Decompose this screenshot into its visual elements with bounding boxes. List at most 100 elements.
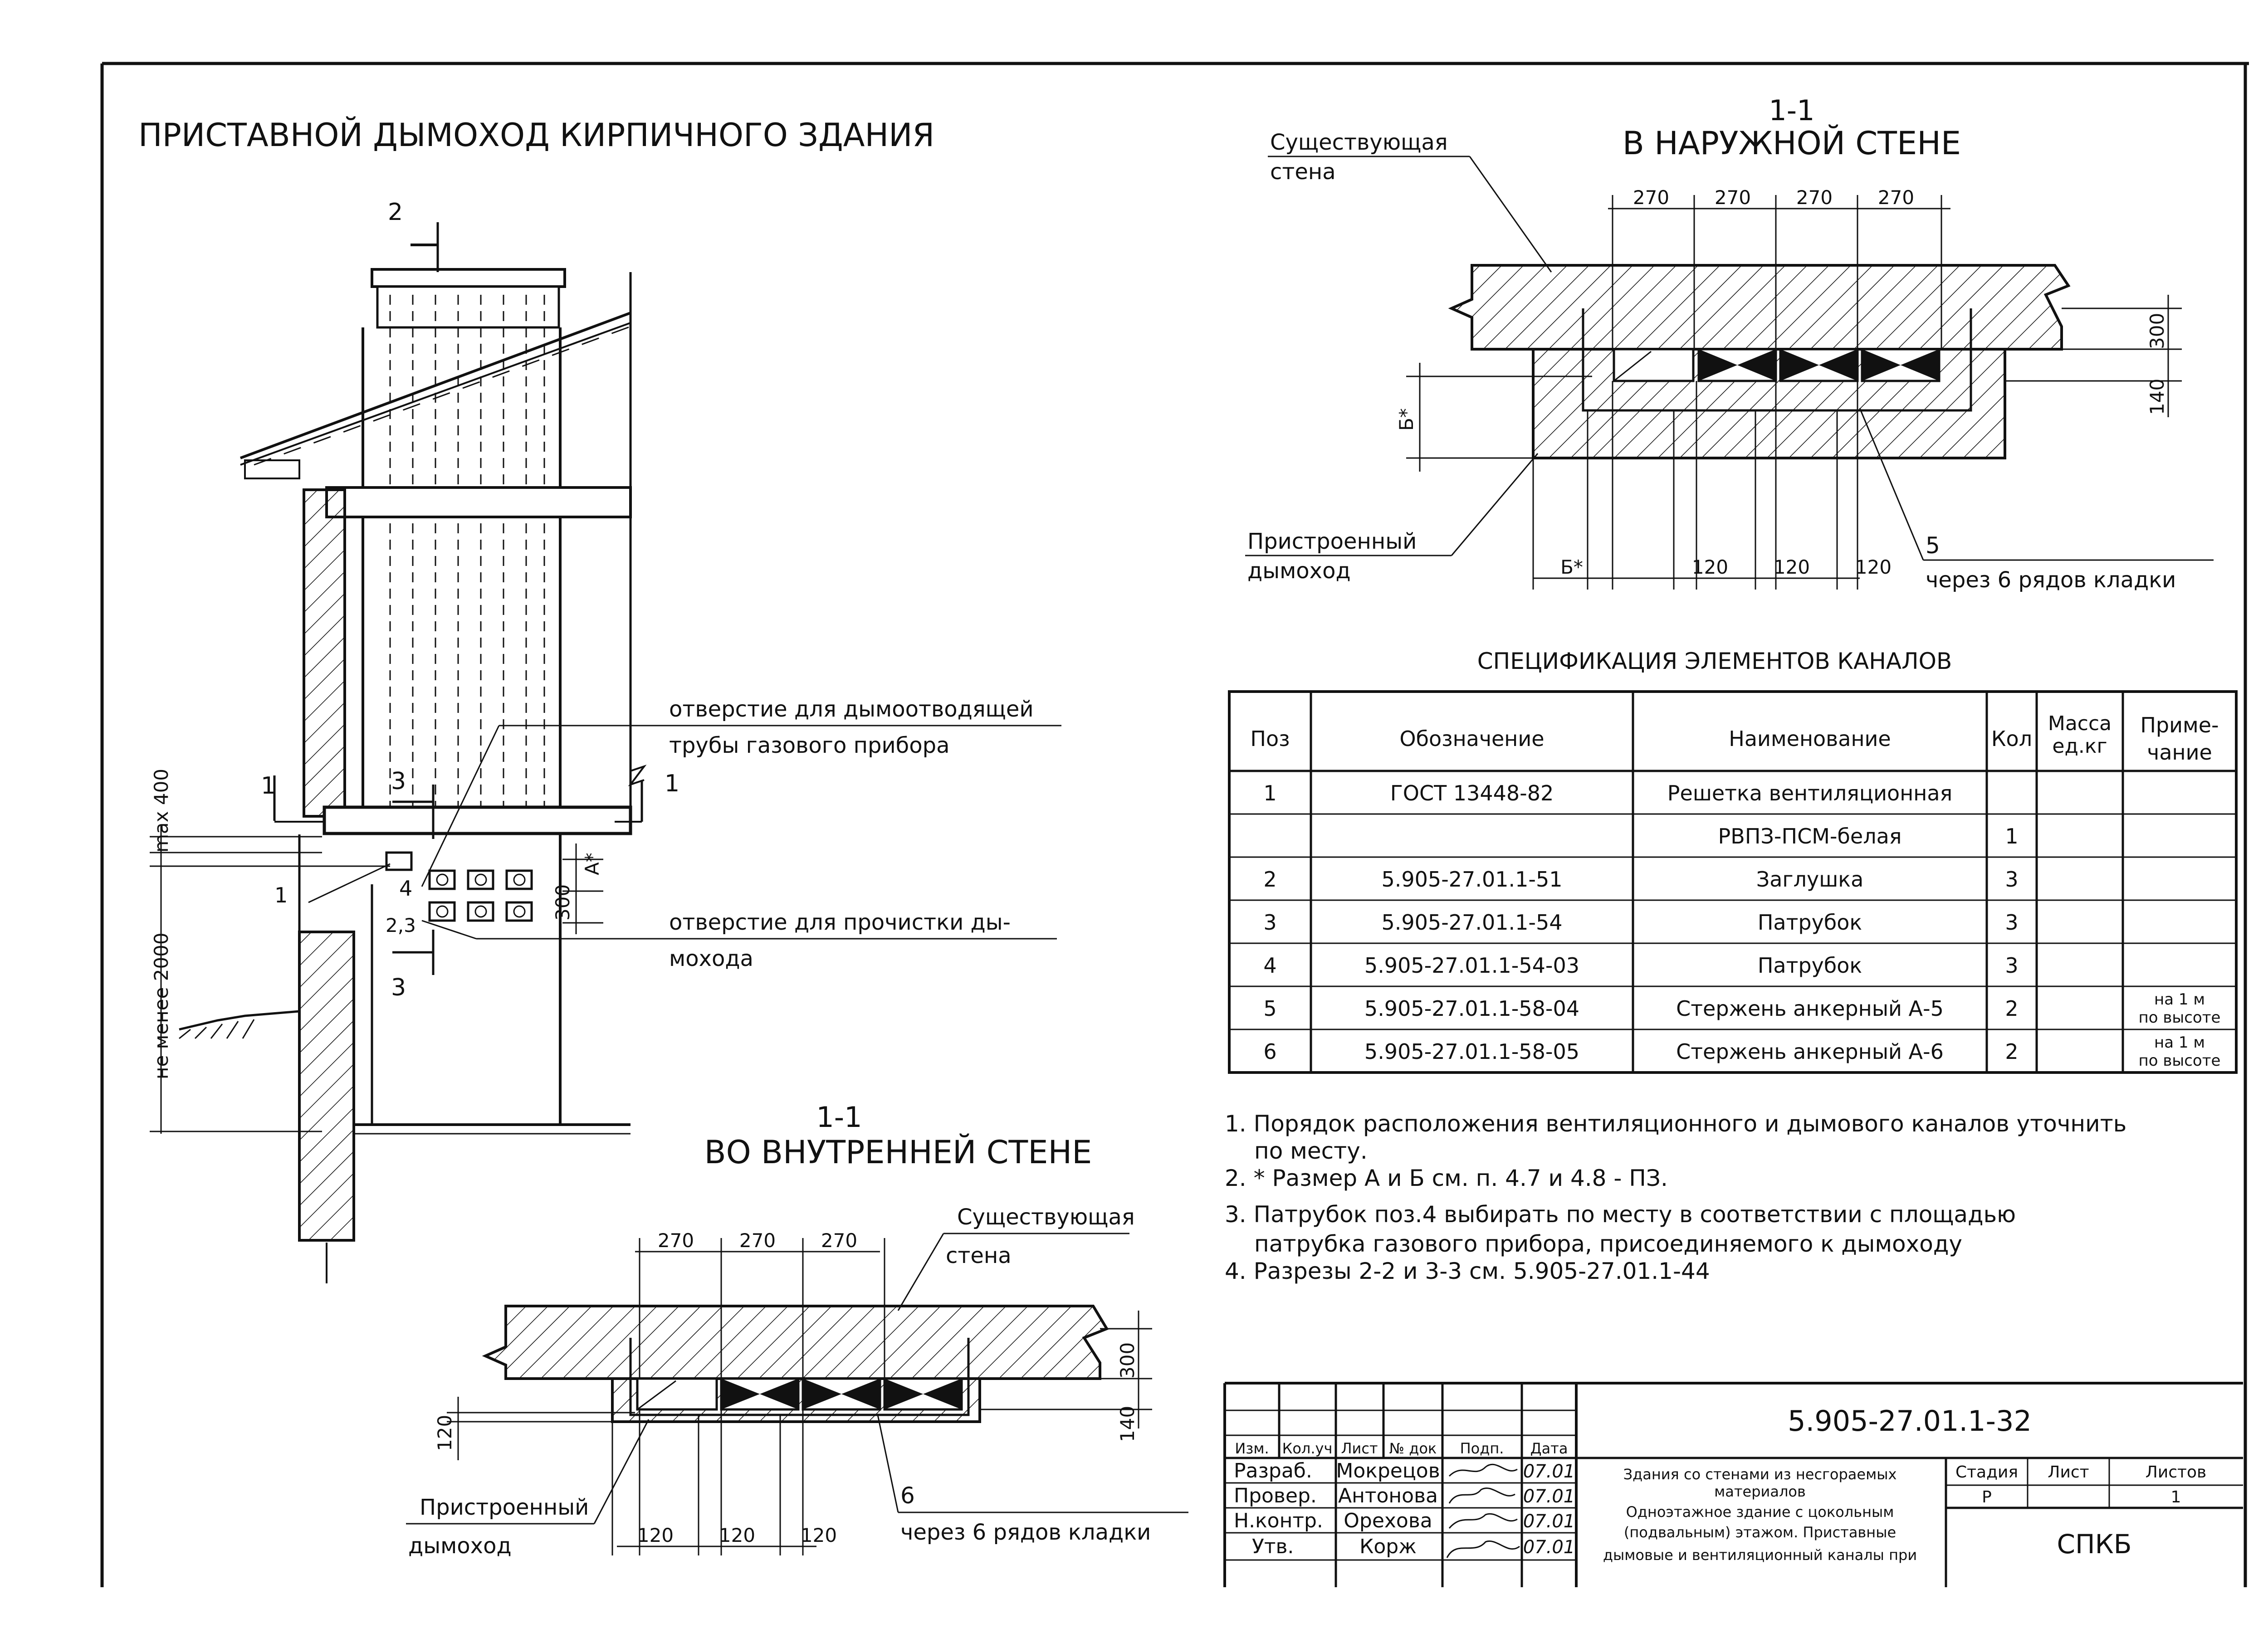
tb-person: Корж	[1359, 1535, 1417, 1558]
roof	[240, 272, 632, 816]
tb-description-line: дымовые и вентиляционный каналы при	[1603, 1546, 1917, 1564]
outer-channels	[1582, 308, 1972, 412]
title-block-stage: Стадия Лист Листов Р 1 СПКБ	[1955, 1463, 2206, 1560]
tb-date: 07.01	[1523, 1511, 1575, 1532]
inner-wall-label-1: Существующая	[957, 1204, 1135, 1230]
spec-cell-qty: 3	[2005, 910, 2018, 935]
outer-section-caption: В НАРУЖНОЙ СТЕНЕ	[1623, 125, 1961, 162]
spec-cell-pos: 6	[1263, 1039, 1276, 1064]
note-line: 4. Разрезы 2-2 и 3-3 см. 5.905-27.01.1-4…	[1225, 1258, 1710, 1284]
spec-cell-designation: 5.905-27.01.1-58-04	[1364, 996, 1579, 1021]
spec-cell-pos: 2	[1263, 867, 1276, 892]
tb-organization: СПКБ	[2057, 1529, 2131, 1560]
handwritten-signature	[1448, 1487, 1515, 1504]
tb-person: Орехова	[1344, 1509, 1432, 1532]
section-cut-1-right: 1	[615, 770, 679, 823]
inner-section-number: 1-1	[816, 1101, 862, 1134]
tb-description-line: материалов	[1714, 1483, 1806, 1500]
pos-label-23: 2,3	[386, 914, 416, 936]
signature-row: Разраб. Мокрецов 07.01	[1234, 1459, 1575, 1482]
vent-grilles	[385, 851, 533, 922]
outer-anchor-pos: 5	[1926, 532, 1940, 559]
spec-header-note-1: Приме-	[2140, 713, 2219, 737]
elevation-position-labels: 1 4 2,3 отверстие для дымоотводящей труб…	[274, 697, 1061, 971]
elevation-dims: max 400 не менее 2000 А* 300	[150, 769, 603, 1134]
label-flue-opening-1: отверстие для дымоотводящей	[669, 697, 1034, 722]
spec-header-designation: Обозначение	[1399, 726, 1544, 751]
outer-top-dim-2: 270	[1715, 186, 1751, 209]
tb-header-list: Лист	[1341, 1440, 1378, 1457]
tb-person: Антонова	[1338, 1484, 1438, 1507]
tb-stage-label: Стадия	[1955, 1463, 2018, 1482]
inner-top-dims: 270 270 270	[635, 1229, 885, 1379]
table-row: 1 ГОСТ 13448-82 Решетка вентиляционная	[1263, 781, 1952, 805]
note-line: 3. Патрубок поз.4 выбирать по месту в со…	[1225, 1201, 2016, 1228]
outer-left-dims: Б*	[1395, 363, 1592, 472]
inner-top-dim-3: 270	[821, 1229, 857, 1252]
break-line	[628, 765, 647, 786]
note-line: 1. Порядок расположения вентиляционного …	[1225, 1111, 2126, 1137]
inner-bottom-dim-3: 120	[801, 1524, 837, 1546]
drawing-title: ПРИСТАВНОЙ ДЫМОХОД КИРПИЧНОГО ЗДАНИЯ	[138, 117, 934, 154]
inner-dim-300: 300	[1116, 1342, 1139, 1379]
table-row: 6 5.905-27.01.1-58-05 Стержень анкерный …	[1263, 1034, 2220, 1070]
floor-slab	[323, 805, 632, 835]
spec-cell-name: Стержень анкерный А-6	[1676, 1039, 1944, 1064]
inner-dim-140: 140	[1116, 1406, 1139, 1442]
section-mark-3-bottom: 3	[391, 974, 406, 1001]
tb-header-kol-uch: Кол.уч	[1282, 1440, 1333, 1457]
tb-description-line: Одноэтажное здание с цокольным	[1626, 1503, 1894, 1521]
spec-cell-pos: 1	[1263, 781, 1276, 805]
chimney-cap	[371, 268, 566, 288]
spec-cell-name: РВПЗ-ПСМ-белая	[1718, 824, 1902, 848]
note-line: патрубка газового прибора, присоединяемо…	[1254, 1231, 1962, 1257]
inner-section-caption: ВО ВНУТРЕННЕЙ СТЕНЕ	[704, 1134, 1092, 1171]
spec-cell-designation: 5.905-27.01.1-51	[1382, 867, 1563, 892]
title-block: 5.905-27.01.1-32 Изм. Кол.уч Лист № док …	[1223, 1382, 2243, 1587]
spec-header-mass-2: ед.кг	[2052, 735, 2107, 758]
section-mark-1-left: 1	[261, 772, 276, 800]
table-row: 2 5.905-27.01.1-51 Заглушка 3	[1263, 867, 2018, 892]
outer-section-number: 1-1	[1769, 94, 1814, 127]
label-clean-opening-1: отверстие для прочистки ды-	[669, 910, 1011, 935]
spec-cell-qty: 3	[2005, 953, 2018, 978]
title-block-headers: Изм. Кол.уч Лист № док Подп. Дата	[1235, 1440, 1568, 1457]
outer-top-dim-4: 270	[1878, 186, 1914, 209]
outer-top-dims: 270 270 270 270	[1608, 186, 1950, 349]
general-notes: 1. Порядок расположения вентиляционного …	[1225, 1111, 2126, 1284]
upper-wall	[303, 488, 346, 818]
tb-sheets-value: 1	[2171, 1488, 2181, 1506]
spec-rows: 1 ГОСТ 13448-82 Решетка вентиляционная Р…	[1263, 781, 2220, 1070]
tb-description-line: (подвальным) этажом. Приставные	[1624, 1524, 1896, 1541]
note-line: 2. * Размер А и Б см. п. 4.7 и 4.8 - ПЗ.	[1225, 1165, 1668, 1191]
spec-header-pos: Поз	[1250, 726, 1290, 751]
outer-bottom-dim-b: Б*	[1560, 556, 1583, 578]
outer-wall-label-2: стена	[1270, 159, 1336, 185]
outer-dim-b-vertical: Б*	[1395, 408, 1418, 431]
tb-date: 07.01	[1523, 1461, 1575, 1482]
outer-existing-wall	[1448, 264, 2071, 351]
tb-header-doc-no: № док	[1389, 1440, 1437, 1457]
inner-right-dims: 300 140	[980, 1311, 1152, 1442]
spec-cell-note-2: по высоте	[2139, 1052, 2221, 1070]
sheet-frame	[100, 62, 2249, 1587]
note-line: по месту.	[1254, 1138, 1368, 1164]
outer-bottom-dim-3: 120	[1855, 556, 1892, 578]
lower-wall	[298, 931, 355, 1242]
spec-cell-qty: 1	[2005, 824, 2018, 848]
outer-dim-140: 140	[2146, 379, 2168, 415]
section-cut-3-bottom: 3	[391, 930, 435, 1001]
inner-top-dim-1: 270	[658, 1229, 694, 1252]
outer-bottom-dim-1: 120	[1692, 556, 1728, 578]
pos-label-4: 4	[399, 876, 412, 901]
tb-header-izm: Изм.	[1235, 1440, 1269, 1457]
spec-cell-name: Патрубок	[1758, 953, 1862, 978]
outer-chimney-label-1: Пристроенный	[1247, 529, 1417, 554]
spec-cell-qty: 2	[2005, 1039, 2018, 1064]
spec-title: СПЕЦИФИКАЦИЯ ЭЛЕМЕНТОВ КАНАЛОВ	[1477, 648, 1952, 674]
spec-cell-designation: 5.905-27.01.1-54-03	[1364, 953, 1579, 978]
section-mark-2: 2	[388, 199, 403, 226]
title-block-grid	[1223, 1382, 2243, 1587]
spec-header-row: Поз Обозначение Наименование Кол Масса е…	[1250, 712, 2219, 765]
spec-cell-pos: 5	[1263, 996, 1276, 1021]
